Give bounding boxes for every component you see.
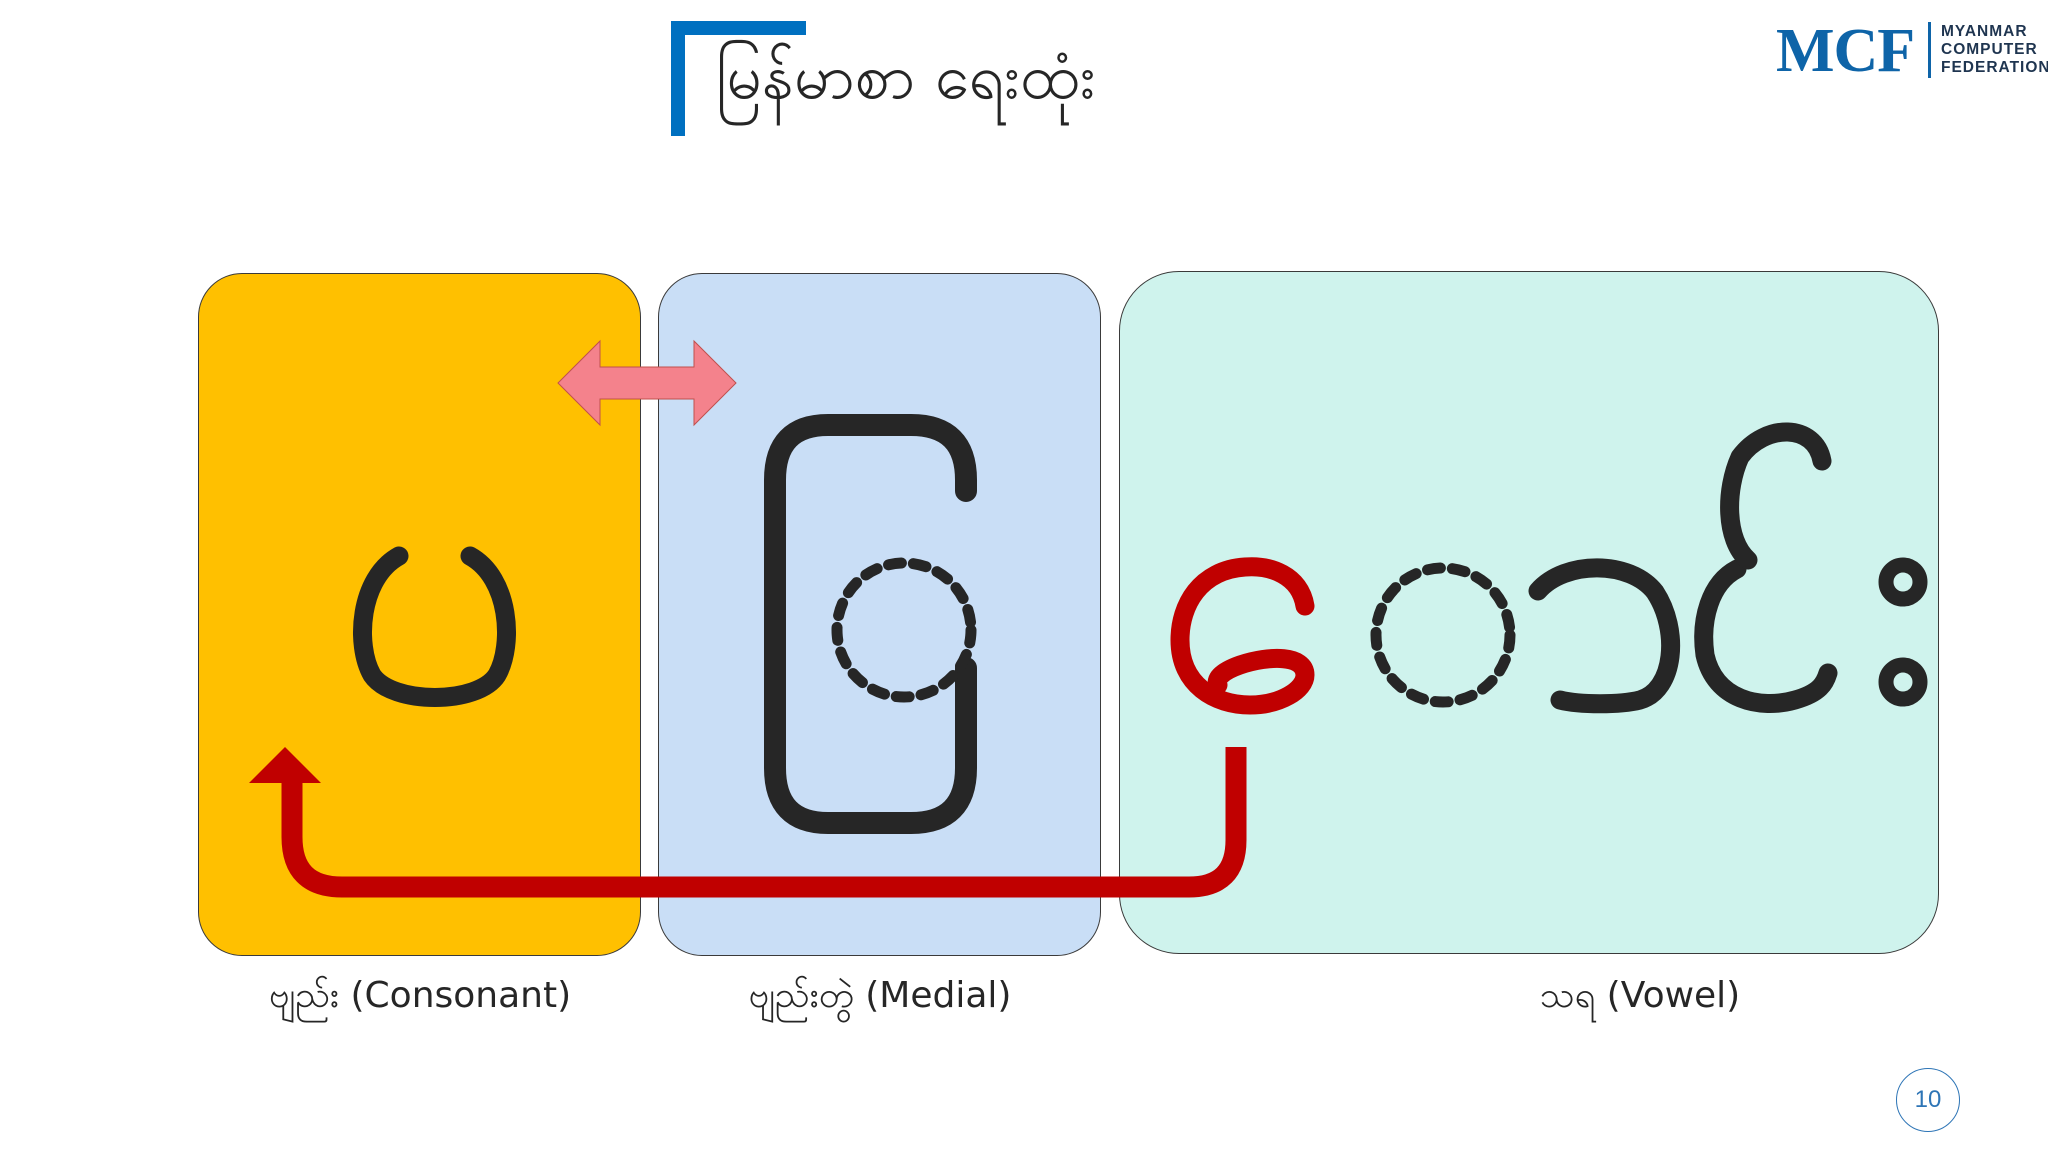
consonant-glyph xyxy=(353,546,516,707)
vowel-caption: သရ (Vowel) xyxy=(1539,975,1741,1016)
logo-line-myanmar: MYANMAR xyxy=(1941,23,2028,40)
medial-caption: ဗျည်းတွဲ (Medial) xyxy=(748,975,1012,1016)
vowel-suffix-glyph xyxy=(1370,422,1928,714)
logo-mark: MCF xyxy=(1776,17,1915,85)
medial-glyph xyxy=(764,414,977,834)
reorder-arrowhead xyxy=(249,747,321,783)
logo-line-computer: COMPUTER xyxy=(1941,41,2038,58)
swap-arrow xyxy=(557,339,737,427)
title-accent-bracket xyxy=(671,21,806,136)
slide-title: မြန်မာစာ ရေးထုံး xyxy=(716,40,1096,113)
logo-text: MYANMAR COMPUTER FEDERATION xyxy=(1941,23,2048,77)
consonant-caption: ဗျည်း (Consonant) xyxy=(268,975,572,1016)
medial-placeholder-circle xyxy=(831,557,977,703)
vowel-placeholder-circle xyxy=(1370,562,1516,708)
logo-line-federation: FEDERATION xyxy=(1941,59,2048,76)
page-number-badge: 10 xyxy=(1896,1068,1960,1132)
vowel-prefix-glyph xyxy=(1170,557,1315,715)
vowel-panel xyxy=(1119,271,1939,954)
logo-divider xyxy=(1928,22,1931,78)
reorder-arrow xyxy=(249,747,1247,898)
medial-panel xyxy=(658,273,1101,956)
mcf-logo: MCF MYANMAR COMPUTER FEDERATION xyxy=(1776,17,2048,85)
